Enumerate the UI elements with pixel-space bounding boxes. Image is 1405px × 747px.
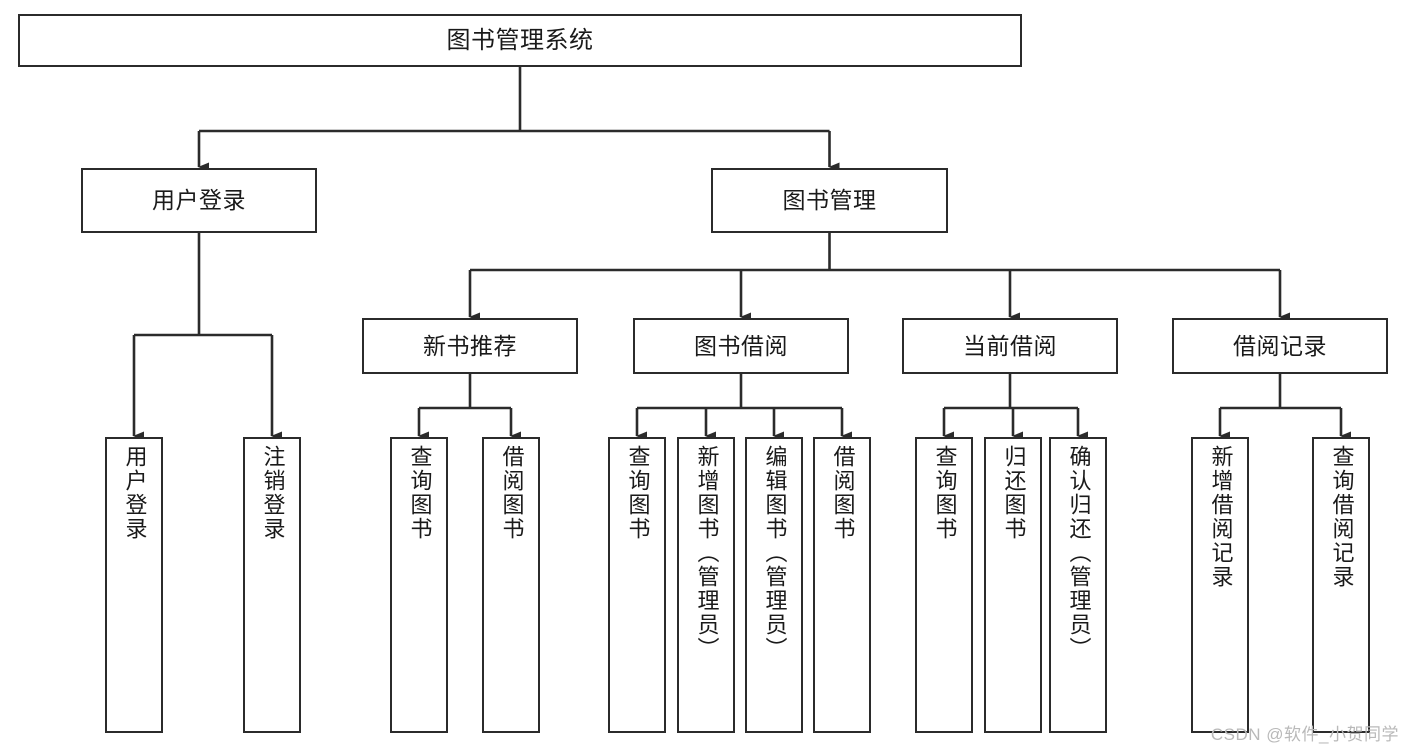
node-label: 用户登录 xyxy=(122,445,148,541)
node-leaf-borrow-book-2[interactable]: 借阅图书 xyxy=(813,437,871,733)
node-leaf-query-book-3[interactable]: 查询图书 xyxy=(915,437,973,733)
node-label: 用户登录 xyxy=(152,187,246,213)
node-label: 图书管理 xyxy=(782,187,877,213)
node-label: 查询图书 xyxy=(625,445,651,541)
node-leaf-logout[interactable]: 注销登录 xyxy=(243,437,301,733)
node-label: 查询图书 xyxy=(407,445,433,541)
node-label: 新增图书（管理员） xyxy=(694,445,720,661)
node-label: 归还图书 xyxy=(1001,445,1027,541)
node-root[interactable]: 图书管理系统 xyxy=(18,14,1022,67)
node-leaf-query-book-2[interactable]: 查询图书 xyxy=(608,437,666,733)
node-label: 注销登录 xyxy=(260,445,286,541)
csdn-watermark: CSDN @软件_小贺同学 xyxy=(1210,725,1399,744)
node-leaf-return-book[interactable]: 归还图书 xyxy=(984,437,1042,733)
node-leaf-confirm-return[interactable]: 确认归还（管理员） xyxy=(1049,437,1107,733)
node-leaf-query-book-1[interactable]: 查询图书 xyxy=(390,437,448,733)
node-label: 借阅图书 xyxy=(830,445,856,541)
node-leaf-query-borrow-record[interactable]: 查询借阅记录 xyxy=(1312,437,1370,733)
node-book-borrow[interactable]: 图书借阅 xyxy=(633,318,849,374)
node-new-book-recommend[interactable]: 新书推荐 xyxy=(362,318,578,374)
node-label: 借阅图书 xyxy=(499,445,525,541)
node-leaf-edit-book[interactable]: 编辑图书（管理员） xyxy=(745,437,803,733)
node-label: 图书借阅 xyxy=(694,332,788,359)
node-current-borrow[interactable]: 当前借阅 xyxy=(902,318,1118,374)
node-label: 新增借阅记录 xyxy=(1208,445,1234,589)
node-label: 新书推荐 xyxy=(423,332,517,359)
node-label: 图书管理系统 xyxy=(446,26,594,54)
node-leaf-add-borrow-record[interactable]: 新增借阅记录 xyxy=(1191,437,1249,733)
node-label: 编辑图书（管理员） xyxy=(762,445,788,661)
node-label: 查询借阅记录 xyxy=(1329,445,1355,589)
node-label: 查询图书 xyxy=(932,445,958,541)
node-leaf-add-book[interactable]: 新增图书（管理员） xyxy=(677,437,735,733)
node-label: 当前借阅 xyxy=(963,332,1057,359)
node-borrow-record[interactable]: 借阅记录 xyxy=(1172,318,1388,374)
node-leaf-borrow-book-1[interactable]: 借阅图书 xyxy=(482,437,540,733)
node-label: 借阅记录 xyxy=(1233,332,1327,359)
node-label: 确认归还（管理员） xyxy=(1066,445,1092,661)
node-leaf-user-login[interactable]: 用户登录 xyxy=(105,437,163,733)
node-book-management[interactable]: 图书管理 xyxy=(711,168,948,233)
node-user-login[interactable]: 用户登录 xyxy=(81,168,317,233)
